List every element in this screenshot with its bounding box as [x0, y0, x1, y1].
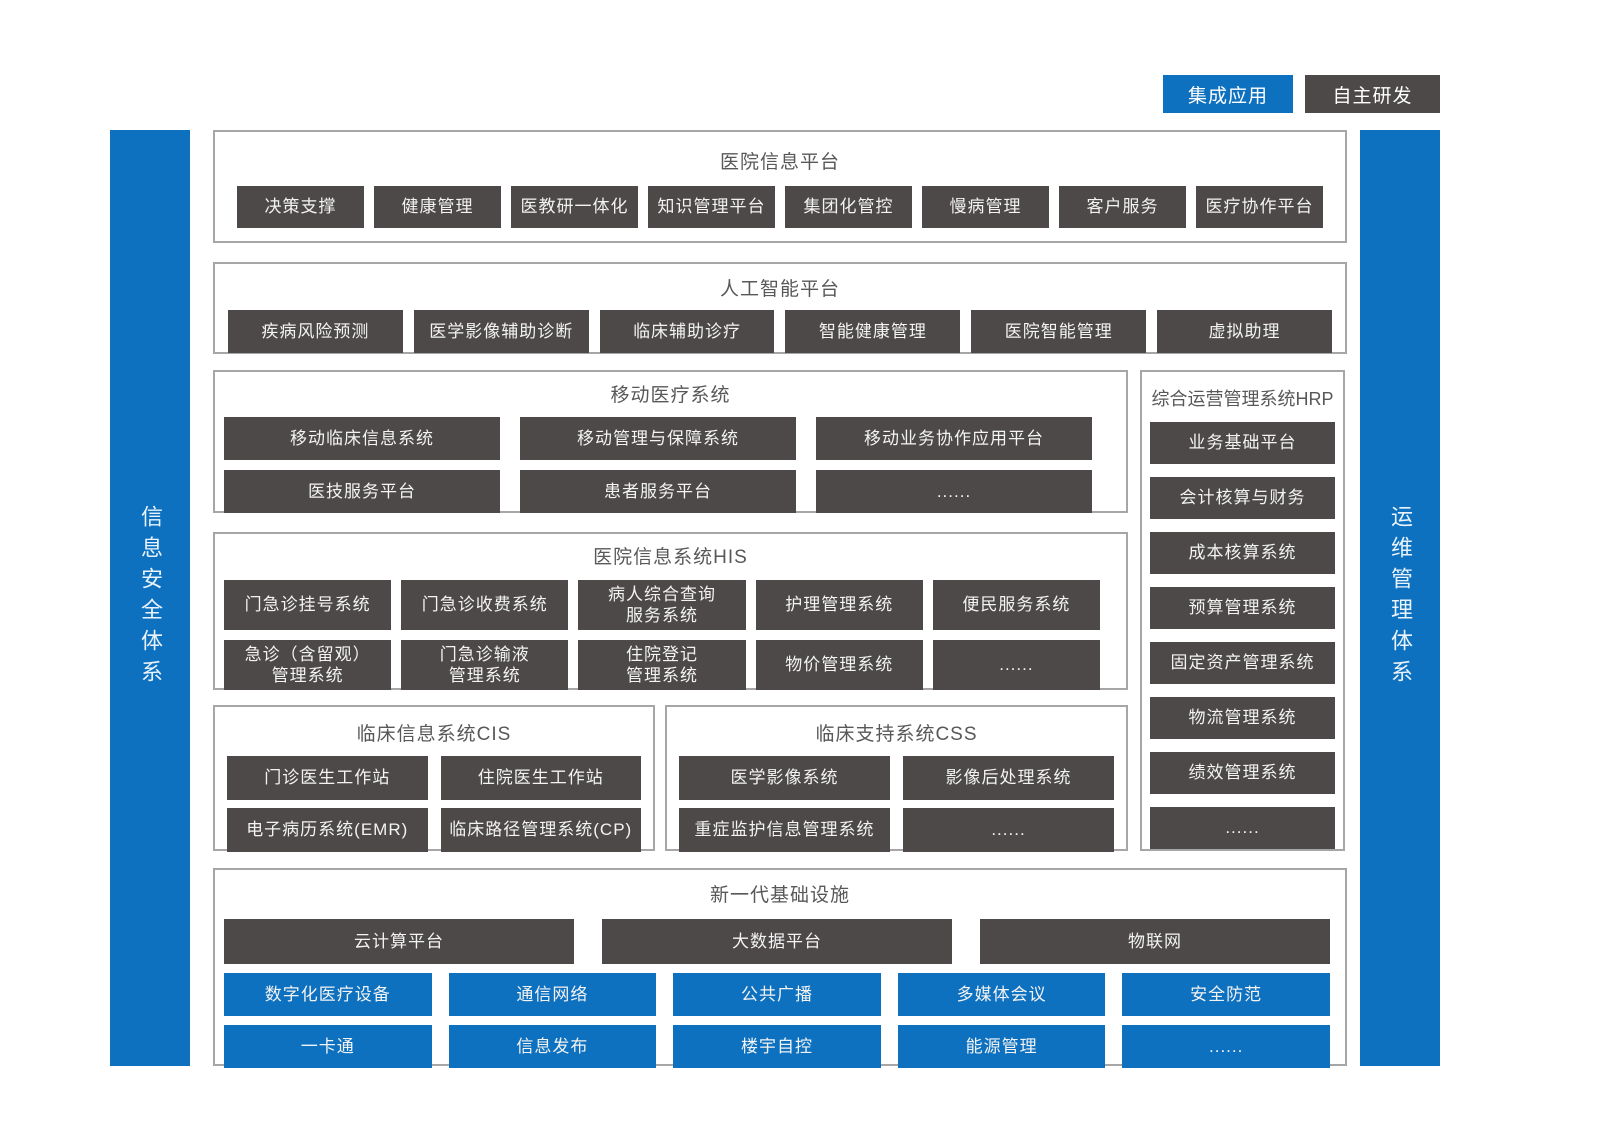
section-infrastructure: 新一代基础设施 云计算平台 大数据平台 物联网 数字化医疗设备 通信网络 公共广… — [213, 868, 1347, 1068]
diagram-box: 决策支撑 — [237, 186, 364, 228]
diagram-box: 集团化管控 — [785, 186, 912, 228]
diagram-box: 智能健康管理 — [785, 310, 961, 353]
diagram-box: 数字化医疗设备 — [224, 973, 432, 1016]
diagram-box: 会计核算与财务 — [1150, 477, 1335, 519]
diagram-box: 医疗协作平台 — [1196, 186, 1323, 228]
diagram-box: 医技服务平台 — [224, 470, 500, 513]
diagram-box: 物流管理系统 — [1150, 697, 1335, 739]
diagram-box: 安全防范 — [1122, 973, 1330, 1016]
diagram-box: 绩效管理系统 — [1150, 752, 1335, 794]
diagram-box: 便民服务系统 — [932, 580, 1101, 630]
diagram-box: 临床路径管理系统(CP) — [440, 808, 641, 852]
section-title: 新一代基础设施 — [709, 885, 850, 906]
section-title: 临床信息系统CIS — [356, 724, 512, 745]
diagram-box: 信息发布 — [448, 1025, 657, 1068]
diagram-box: 重症监护信息管理系统 — [679, 808, 890, 852]
section-css: 临床支持系统CSS 医学影像系统 影像后处理系统 重症监护信息管理系统 ....… — [665, 705, 1128, 852]
diagram-box: 临床辅助诊疗 — [599, 310, 775, 353]
diagram-box: 医学影像辅助诊断 — [413, 310, 589, 353]
right-bar-label: 运维管理体系 — [1388, 505, 1413, 691]
infra-blue-row-1: 数字化医疗设备 通信网络 公共广播 多媒体会议 安全防范 — [215, 973, 1345, 1016]
legend-self-developed: 自主研发 — [1305, 75, 1440, 113]
diagram-box: ...... — [1122, 1025, 1330, 1068]
diagram-box: 住院医生工作站 — [440, 756, 641, 800]
section-cis: 临床信息系统CIS 门诊医生工作站 住院医生工作站 电子病历系统(EMR) 临床… — [213, 705, 655, 852]
diagram-box: 慢病管理 — [922, 186, 1049, 228]
diagram-box: 固定资产管理系统 — [1150, 642, 1335, 684]
diagram-box: 移动业务协作应用平台 — [816, 417, 1092, 460]
diagram-box: 客户服务 — [1059, 186, 1186, 228]
section-title: 人工智能平台 — [719, 279, 840, 300]
diagram-box: 大数据平台 — [602, 919, 952, 964]
diagram-box: 医教研一体化 — [511, 186, 638, 228]
mobile-row-1: 移动临床信息系统 移动管理与保障系统 移动业务协作应用平台 — [215, 417, 1126, 460]
diagram-box: 知识管理平台 — [648, 186, 775, 228]
diagram-box: 云计算平台 — [224, 919, 574, 964]
infra-blue-row-2: 一卡通 信息发布 楼宇自控 能源管理 ...... — [215, 1025, 1345, 1068]
diagram-box: 门急诊挂号系统 — [224, 580, 392, 630]
platform-items-row: 决策支撑 健康管理 医教研一体化 知识管理平台 集团化管控 慢病管理 客户服务 … — [215, 186, 1345, 228]
diagram-box: 健康管理 — [374, 186, 501, 228]
diagram-box: 移动临床信息系统 — [224, 417, 500, 460]
diagram-box: 多媒体会议 — [897, 973, 1106, 1016]
diagram-box: 疾病风险预测 — [228, 310, 403, 353]
right-bar-operations-management: 运维管理体系 — [1360, 130, 1440, 1066]
section-title: 临床支持系统CSS — [815, 724, 978, 745]
diagram-box: 住院登记 管理系统 — [578, 640, 746, 690]
diagram-box: 移动管理与保障系统 — [520, 417, 796, 460]
section-hospital-info-platform: 医院信息平台 决策支撑 健康管理 医教研一体化 知识管理平台 集团化管控 慢病管… — [213, 130, 1347, 243]
section-mobile-medical-system: 移动医疗系统 移动临床信息系统 移动管理与保障系统 移动业务协作应用平台 医技服… — [213, 370, 1128, 513]
hrp-items-column: 业务基础平台 会计核算与财务 成本核算系统 预算管理系统 固定资产管理系统 物流… — [1142, 411, 1343, 849]
css-row-1: 医学影像系统 影像后处理系统 — [667, 756, 1126, 800]
section-title: 综合运营管理系统HRP — [1151, 389, 1334, 409]
diagram-box: 门急诊输液 管理系统 — [401, 640, 569, 690]
diagram-box: 患者服务平台 — [520, 470, 796, 513]
diagram-box: 急诊（含留观） 管理系统 — [224, 640, 392, 690]
infra-dark-row: 云计算平台 大数据平台 物联网 — [215, 919, 1345, 964]
diagram-box: 通信网络 — [448, 973, 657, 1016]
diagram-box: 一卡通 — [224, 1025, 432, 1068]
left-bar-label: 信息安全体系 — [138, 505, 163, 691]
his-row-1: 门急诊挂号系统 门急诊收费系统 病人综合查询 服务系统 护理管理系统 便民服务系… — [215, 580, 1126, 630]
diagram-box: 门急诊收费系统 — [401, 580, 569, 630]
his-row-2: 急诊（含留观） 管理系统 门急诊输液 管理系统 住院登记 管理系统 物价管理系统… — [215, 640, 1126, 690]
section-ai-platform: 人工智能平台 疾病风险预测 医学影像辅助诊断 临床辅助诊疗 智能健康管理 医院智… — [213, 262, 1347, 354]
diagram-box: ...... — [1150, 807, 1335, 849]
diagram-box: 公共广播 — [673, 973, 881, 1016]
diagram-box: 业务基础平台 — [1150, 422, 1335, 464]
diagram-box: 预算管理系统 — [1150, 587, 1335, 629]
diagram-box: 影像后处理系统 — [903, 756, 1114, 800]
diagram-box: 病人综合查询 服务系统 — [578, 580, 746, 630]
diagram-box: 物价管理系统 — [755, 640, 923, 690]
section-his: 医院信息系统HIS 门急诊挂号系统 门急诊收费系统 病人综合查询 服务系统 护理… — [213, 532, 1128, 690]
diagram-box: 能源管理 — [897, 1025, 1106, 1068]
cis-row-2: 电子病历系统(EMR) 临床路径管理系统(CP) — [215, 808, 653, 852]
cis-row-1: 门诊医生工作站 住院医生工作站 — [215, 756, 653, 800]
ai-items-row: 疾病风险预测 医学影像辅助诊断 临床辅助诊疗 智能健康管理 医院智能管理 虚拟助… — [215, 310, 1345, 353]
diagram-box: 医学影像系统 — [679, 756, 890, 800]
css-row-2: 重症监护信息管理系统 ...... — [667, 808, 1126, 852]
left-bar-information-security: 信息安全体系 — [110, 130, 190, 1066]
diagram-box: 楼宇自控 — [673, 1025, 881, 1068]
diagram-box: 医院智能管理 — [971, 310, 1147, 353]
diagram-box: ...... — [903, 808, 1114, 852]
legend-integrated-application: 集成应用 — [1163, 75, 1293, 113]
diagram-box: 护理管理系统 — [755, 580, 923, 630]
diagram-box: 物联网 — [980, 919, 1330, 964]
section-hrp-operations: 综合运营管理系统HRP 业务基础平台 会计核算与财务 成本核算系统 预算管理系统… — [1140, 370, 1345, 851]
diagram-box: ...... — [816, 470, 1092, 513]
section-title: 医院信息系统HIS — [593, 547, 748, 568]
section-title: 医院信息平台 — [719, 152, 840, 173]
diagram-box: 虚拟助理 — [1157, 310, 1332, 353]
diagram-box: 成本核算系统 — [1150, 532, 1335, 574]
diagram-box: 电子病历系统(EMR) — [227, 808, 428, 852]
section-title: 移动医疗系统 — [610, 385, 731, 406]
diagram-box: 门诊医生工作站 — [227, 756, 428, 800]
diagram-box: ...... — [932, 640, 1101, 690]
mobile-row-2: 医技服务平台 患者服务平台 ...... — [215, 470, 1126, 513]
